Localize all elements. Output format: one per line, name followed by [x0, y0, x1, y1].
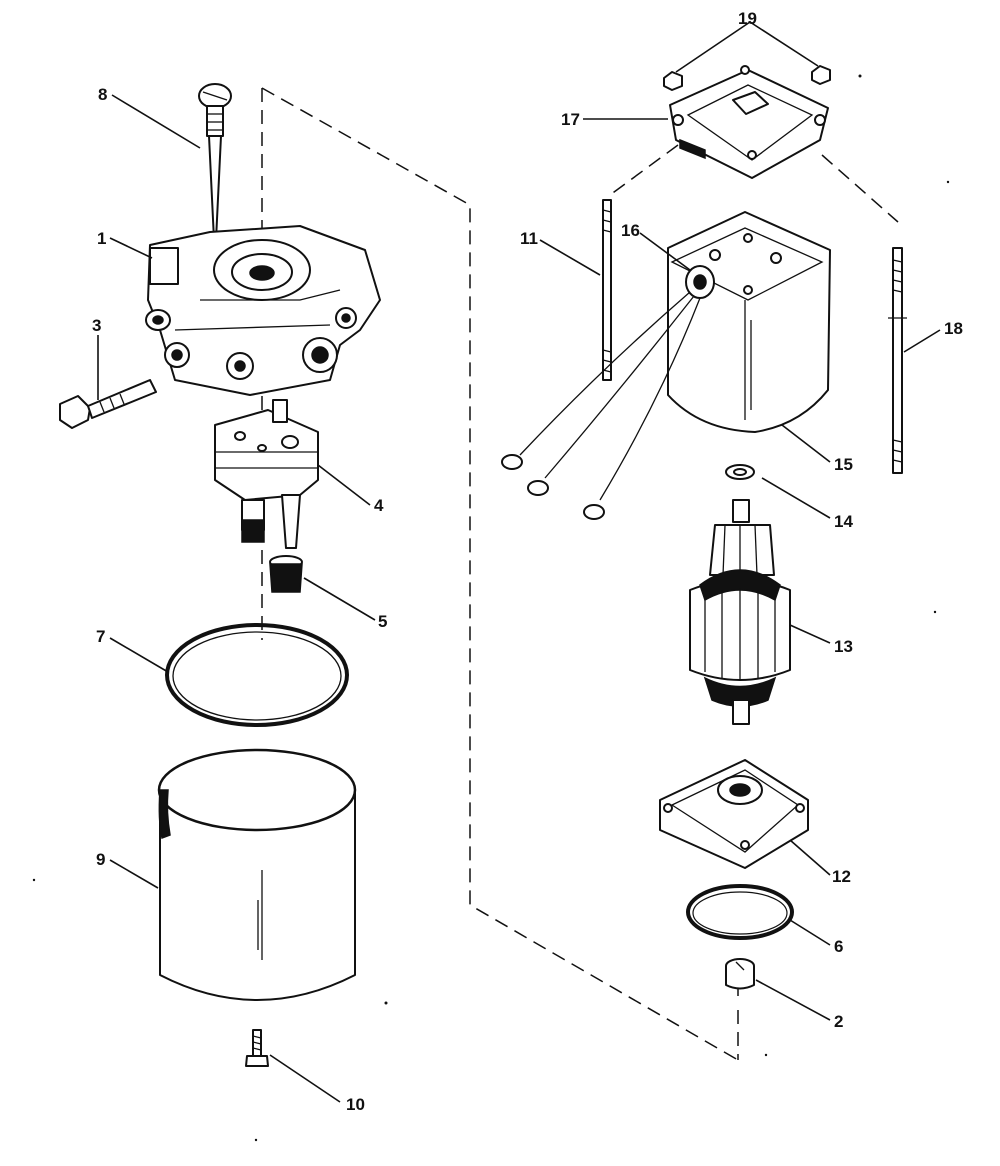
part-13-armature [689, 499, 791, 725]
callout-1: 1 [97, 229, 106, 248]
part-18-stud [888, 247, 907, 474]
callout-5: 5 [378, 612, 387, 631]
print-specks [32, 74, 950, 1142]
part-17-end-cap [669, 65, 829, 179]
callout-6: 6 [834, 937, 843, 956]
part-16-grommet-leads [501, 265, 715, 520]
callout-19: 19 [738, 9, 757, 28]
part-11-stud [602, 199, 612, 381]
part-10-screw [245, 1029, 269, 1067]
callout-15: 15 [834, 455, 853, 474]
callout-16: 16 [621, 221, 640, 240]
callout-labels: 1 2 3 4 5 6 7 8 9 10 11 12 13 14 15 16 1… [92, 9, 963, 1114]
part-14-washer [725, 464, 755, 480]
callout-12: 12 [832, 867, 851, 886]
part-4-valve-block [214, 399, 319, 549]
part-5-filter-screen [269, 555, 303, 593]
assembly-guide-lines [261, 87, 899, 1061]
callout-2: 2 [834, 1012, 843, 1031]
callout-7: 7 [96, 627, 105, 646]
part-2-coupler [725, 958, 755, 990]
part-8-fill-plug [198, 83, 232, 241]
part-12-end-plate [659, 759, 809, 869]
callout-9: 9 [96, 850, 105, 869]
part-19-nuts [663, 65, 831, 91]
part-6-o-ring [686, 884, 794, 940]
callout-11: 11 [520, 229, 538, 248]
leader-lines [97, 21, 941, 1103]
callout-4: 4 [374, 496, 384, 515]
callout-8: 8 [98, 85, 107, 104]
part-9-reservoir [157, 748, 357, 1001]
part-1-pump-body [145, 225, 381, 396]
part-7-o-ring [165, 623, 349, 727]
callout-13: 13 [834, 637, 853, 656]
callout-10: 10 [346, 1095, 365, 1114]
callout-17: 17 [561, 110, 580, 129]
callout-14: 14 [834, 512, 853, 531]
callout-18: 18 [944, 319, 963, 338]
part-3-valve-screw [59, 379, 157, 429]
callout-3: 3 [92, 316, 101, 335]
part-15-motor-housing [667, 211, 831, 433]
